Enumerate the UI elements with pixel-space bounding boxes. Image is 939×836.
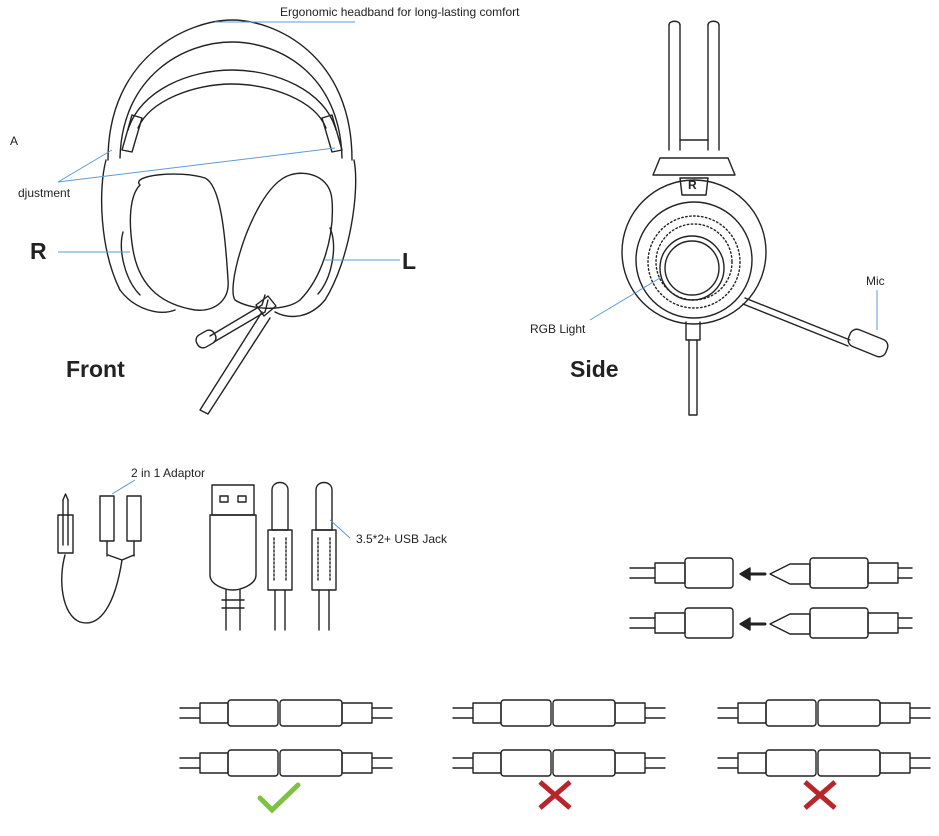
cross-icon: [538, 780, 572, 810]
cross-icon: [803, 780, 837, 810]
label-left-side: L: [402, 248, 417, 274]
ear-cup-right: [120, 231, 141, 296]
usb-plug-metal: [211, 484, 255, 516]
plug-cable-2: [897, 617, 913, 629]
socket-mic: [684, 557, 734, 589]
label-adaptor: 2 in 1 Adaptor: [131, 466, 206, 480]
headband-cushion: [127, 69, 337, 131]
headband-inner: [119, 41, 343, 159]
adaptor-y-cable: [61, 554, 123, 624]
jack-1-cable: [274, 589, 286, 631]
label-rgb-light: RGB Light: [530, 322, 586, 336]
yoke-left: [274, 159, 357, 318]
jack-2-cable: [318, 589, 330, 631]
jack-1-body: [267, 529, 293, 591]
brand-logo-mark: R: [688, 178, 697, 192]
label-right-side: R: [30, 238, 47, 264]
adaptor-socket-2: [126, 495, 142, 542]
leader-jack: [329, 519, 351, 539]
rgb-light-inner: [664, 240, 720, 296]
socket-cable-2: [629, 617, 656, 629]
side-headset: [621, 20, 889, 416]
side-mic-tip: [847, 328, 889, 358]
side-headband-left: [707, 24, 720, 151]
front-mic-boom-2: [213, 299, 269, 343]
arrow-head-audio: [739, 617, 751, 631]
plugs-drawing: [209, 481, 337, 631]
adaptor-plug-tip: [62, 493, 69, 501]
leader-adjustment: [57, 147, 336, 183]
label-front-view: Front: [66, 356, 125, 382]
ear-pad-left: [232, 172, 334, 309]
label-adjustment: djustment: [18, 186, 71, 200]
arrow-head-mic: [739, 567, 751, 581]
adaptor-socket-necks: [106, 540, 135, 557]
side-cable-strain: [685, 321, 701, 341]
slider-right: [121, 114, 143, 153]
socket-strain-1: [654, 562, 686, 584]
leader-lines: [57, 21, 878, 539]
front-mic-tip: [195, 329, 217, 349]
plug-audio: [809, 607, 869, 639]
jack-2-tip: [315, 481, 333, 531]
plug-cable-1: [897, 567, 913, 579]
adaptor-plug-body: [57, 514, 74, 554]
label-mic: Mic: [866, 274, 885, 288]
yoke-right: [100, 159, 176, 313]
front-cable: [199, 311, 271, 415]
label-side-view: Side: [570, 356, 619, 382]
plug-mic: [809, 557, 869, 589]
socket-audio: [684, 607, 734, 639]
headband-outer: [107, 19, 353, 161]
ear-pad-right: [129, 173, 229, 311]
jack-1-tip: [271, 481, 289, 531]
side-mic-boom: [742, 297, 851, 347]
side-headband-right: [668, 24, 681, 151]
jack-1-grip: [273, 537, 287, 583]
side-grill: [647, 215, 741, 309]
usb-plug-pin-2: [237, 495, 247, 503]
side-ear-cup-ring: [635, 201, 753, 319]
check-icon: [257, 782, 301, 814]
pair-correct: [179, 699, 393, 777]
socket-cable-1: [629, 567, 656, 579]
side-cable: [688, 339, 698, 416]
pair-wrong-b: [717, 699, 931, 777]
jack-2-grip: [317, 537, 331, 583]
leader-rgb: [589, 277, 661, 321]
side-ear-cup-outer: [621, 179, 767, 325]
ear-cup-left: [317, 227, 335, 295]
adaptor-plug: [62, 499, 69, 546]
leader-adaptor: [111, 479, 136, 495]
usb-strain: [221, 599, 245, 609]
jack-2-body: [311, 529, 337, 591]
usb-cable: [225, 589, 241, 631]
usb-plug-body: [209, 514, 257, 591]
slider-left: [321, 114, 343, 153]
usb-plug-pin-1: [219, 495, 229, 503]
pair-wrong-a: [452, 699, 666, 777]
adaptor-split: [107, 554, 135, 561]
plug-tip-mic: [769, 563, 811, 585]
front-cable-joint: [255, 295, 277, 317]
side-logo-badge: [679, 177, 709, 196]
side-headband-top: [668, 20, 720, 26]
connection-instructions: [629, 557, 913, 639]
rgb-light-ring: [659, 235, 725, 301]
front-headset: [100, 19, 357, 415]
label-jack: 3.5*2+ USB Jack: [356, 532, 448, 546]
label-headband: Ergonomic headband for long-lasting comf…: [280, 5, 520, 19]
label-adjust-a: A: [10, 134, 19, 148]
plug-strain-2: [867, 612, 899, 634]
side-yoke: [652, 157, 736, 176]
adaptor-socket-1: [99, 495, 115, 542]
plug-tip-audio: [769, 613, 811, 635]
socket-strain-2: [654, 612, 686, 634]
adaptor-drawing: [57, 493, 142, 624]
headband-cushion-inner: [137, 83, 327, 129]
plug-strain-1: [867, 562, 899, 584]
